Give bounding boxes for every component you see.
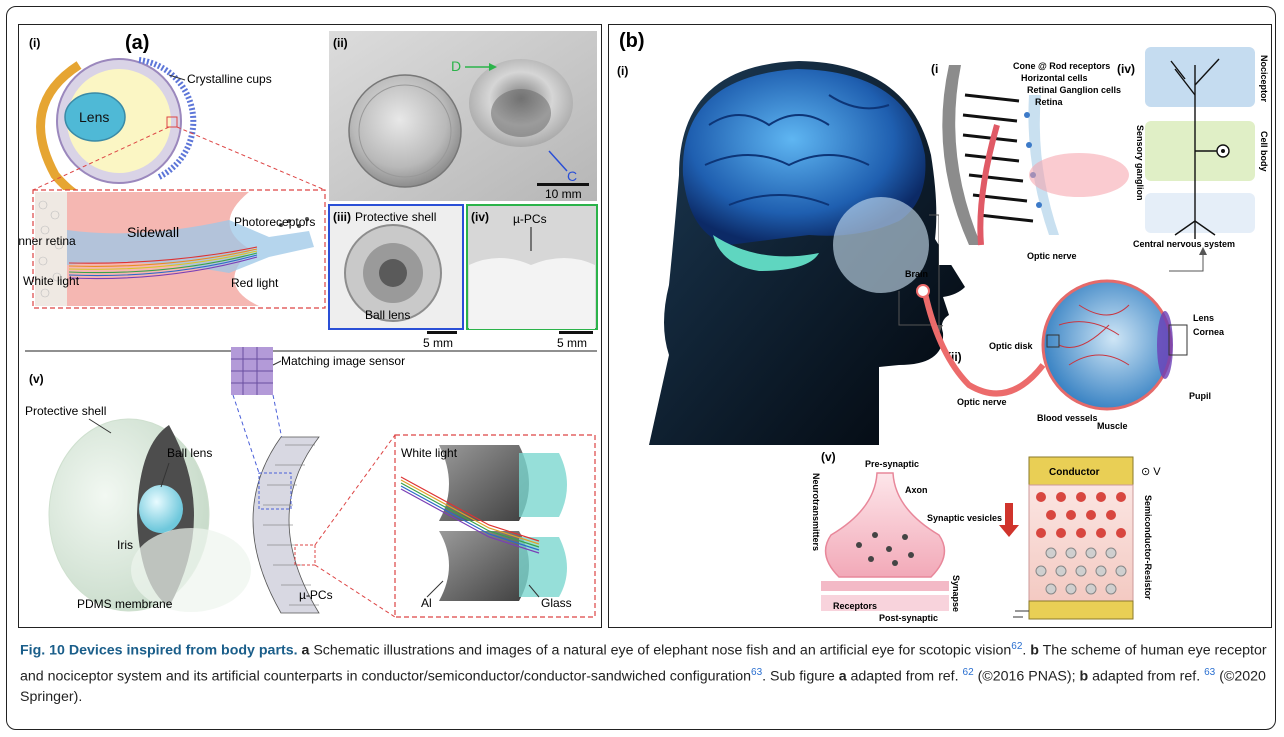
- mu-pcs-v-label: µ-PCs: [299, 588, 333, 602]
- white-light-label: White light: [23, 274, 80, 288]
- scale-bar-10mm: [537, 183, 589, 186]
- inner-retina-block: [35, 192, 67, 306]
- sub-label-b-iv: (iv): [1117, 62, 1135, 76]
- eyeball-b: [1043, 281, 1171, 409]
- blood-vessels-label: Blood vessels: [1037, 413, 1098, 423]
- figure-label: Fig. 10 Devices inspired from body parts…: [20, 643, 298, 659]
- sidewall-label: Sidewall: [127, 224, 179, 240]
- caption-b-ref-2: b: [1080, 668, 1089, 684]
- muscle-label: Muscle: [1097, 421, 1128, 431]
- caption-text-7: adapted from ref.: [1088, 668, 1204, 684]
- marker-d: D: [451, 58, 461, 74]
- caption-text-6: (©2016 PNAS);: [974, 668, 1080, 684]
- horizontal-label: Horizontal cells: [1021, 73, 1088, 83]
- caption-b-ref: b: [1030, 643, 1039, 659]
- panel-a: (i) (a) Lens Crystalline cups Inner reti…: [18, 24, 602, 628]
- coin: [349, 75, 461, 187]
- inner-retina-label: Inner retina: [19, 234, 76, 248]
- semiconductor-body: [1029, 485, 1133, 609]
- voltage-label: ⊙ V: [1141, 466, 1161, 478]
- mu-pcs-dome: [469, 258, 595, 329]
- citation-62b[interactable]: 62: [963, 667, 974, 678]
- nociceptor-label: Nociceptor: [1259, 55, 1269, 103]
- neurotransmitters-label: Neurotransmitters: [811, 473, 821, 551]
- panel-b-figure: (b) (i) (iii) Cone @ Rod receptors Horiz…: [609, 25, 1272, 628]
- al-block-bottom: [439, 531, 529, 601]
- matching-sensor-label: Matching image sensor: [281, 354, 405, 368]
- ball-lens-label-iii: Ball lens: [365, 308, 410, 322]
- synapse-cleft: [821, 581, 949, 591]
- cns-region: [1145, 193, 1255, 233]
- panel-a-figure: (i) (a) Lens Crystalline cups Inner reti…: [19, 25, 602, 628]
- citation-63[interactable]: 63: [751, 667, 762, 678]
- panel-b-label: (b): [619, 30, 645, 52]
- caption-text-4: . Sub figure: [762, 668, 839, 684]
- synapse-label: Synapse: [951, 575, 961, 612]
- conductor-bottom: [1029, 601, 1133, 619]
- red-light-label: Red light: [231, 276, 279, 290]
- figure-caption: Fig. 10 Devices inspired from body parts…: [20, 636, 1270, 708]
- sub-label-a-ii: (ii): [333, 36, 348, 50]
- lens-b-label: Lens: [1193, 313, 1214, 323]
- glass-label: Glass: [541, 596, 572, 610]
- citation-62[interactable]: 62: [1011, 641, 1022, 652]
- sub-label-a-iv: (iv): [471, 210, 489, 224]
- sub-label-a-v: (v): [29, 372, 44, 386]
- pdms-label: PDMS membrane: [77, 597, 173, 611]
- sub-label-a-iii: (iii): [333, 210, 351, 224]
- cns-label: Central nervous system: [1133, 239, 1235, 249]
- pupil-lens: [1157, 311, 1173, 379]
- lens-label: Lens: [79, 109, 109, 125]
- axon-label: Axon: [905, 485, 928, 495]
- marker-c: C: [567, 168, 577, 184]
- citation-63b[interactable]: 63: [1204, 667, 1215, 678]
- pupil-label: Pupil: [1189, 391, 1211, 401]
- synaptic-vesicles-label: Synaptic vesicles: [927, 513, 1002, 523]
- optic-disk-label: Optic disk: [989, 341, 1034, 351]
- sub-label-b-i: (i): [617, 64, 628, 78]
- caption-text-1: Schematic illustrations and images of a …: [309, 643, 1011, 659]
- photoreceptors-label: Photoreceptors: [234, 215, 315, 229]
- optic-nerve-ii-label: Optic nerve: [957, 397, 1007, 407]
- mu-pcs-label-iv: µ-PCs: [513, 212, 547, 226]
- scale-5mm-iv-label: 5 mm: [557, 336, 587, 350]
- sub-label-a-i: (i): [29, 36, 40, 50]
- post-synaptic-label: Post-synaptic: [879, 613, 938, 623]
- nociceptor-region: [1145, 47, 1255, 107]
- protective-shell-v-label: Protective shell: [25, 404, 106, 418]
- light-beam: [1029, 153, 1129, 197]
- brain-label: Brain: [905, 269, 928, 279]
- scale-10mm-label: 10 mm: [545, 187, 582, 201]
- scs-label: Semiconductor-Resistor: [1143, 495, 1153, 600]
- ganglion-label: Retinal Ganglion cells: [1027, 85, 1121, 95]
- optic-nerve-iii-label: Optic nerve: [1027, 251, 1077, 261]
- white-light-v-label: White light: [401, 446, 458, 460]
- panel-a-label: (a): [125, 32, 149, 54]
- sub-label-b-v: (v): [821, 450, 836, 464]
- caption-text-5: adapted from ref.: [847, 668, 963, 684]
- caption-a-ref-2: a: [839, 668, 847, 684]
- protective-shell-label: Protective shell: [355, 210, 436, 224]
- sensory-ganglion-label: Sensory ganglion: [1135, 125, 1145, 201]
- pre-synaptic-label: Pre-synaptic: [865, 459, 919, 469]
- panel-b: (b) (i) (iii) Cone @ Rod receptors Horiz…: [608, 24, 1272, 628]
- al-label: Al: [421, 596, 432, 610]
- ball-lens: [139, 485, 183, 533]
- crystalline-cups-label: Crystalline cups: [187, 72, 272, 86]
- retina-label: Retina: [1035, 97, 1064, 107]
- cornea-label: Cornea: [1193, 327, 1225, 337]
- cone-rod-label: Cone @ Rod receptors: [1013, 61, 1110, 71]
- iris-label: Iris: [117, 538, 133, 552]
- ball-lens-v-label: Ball lens: [167, 446, 212, 460]
- receptors-label: Receptors: [833, 601, 877, 611]
- brain-node: [917, 285, 929, 297]
- cell-body-label: Cell body: [1259, 131, 1269, 172]
- scale-5mm-iii-label: 5 mm: [423, 336, 453, 350]
- conductor-label: Conductor: [1049, 467, 1100, 478]
